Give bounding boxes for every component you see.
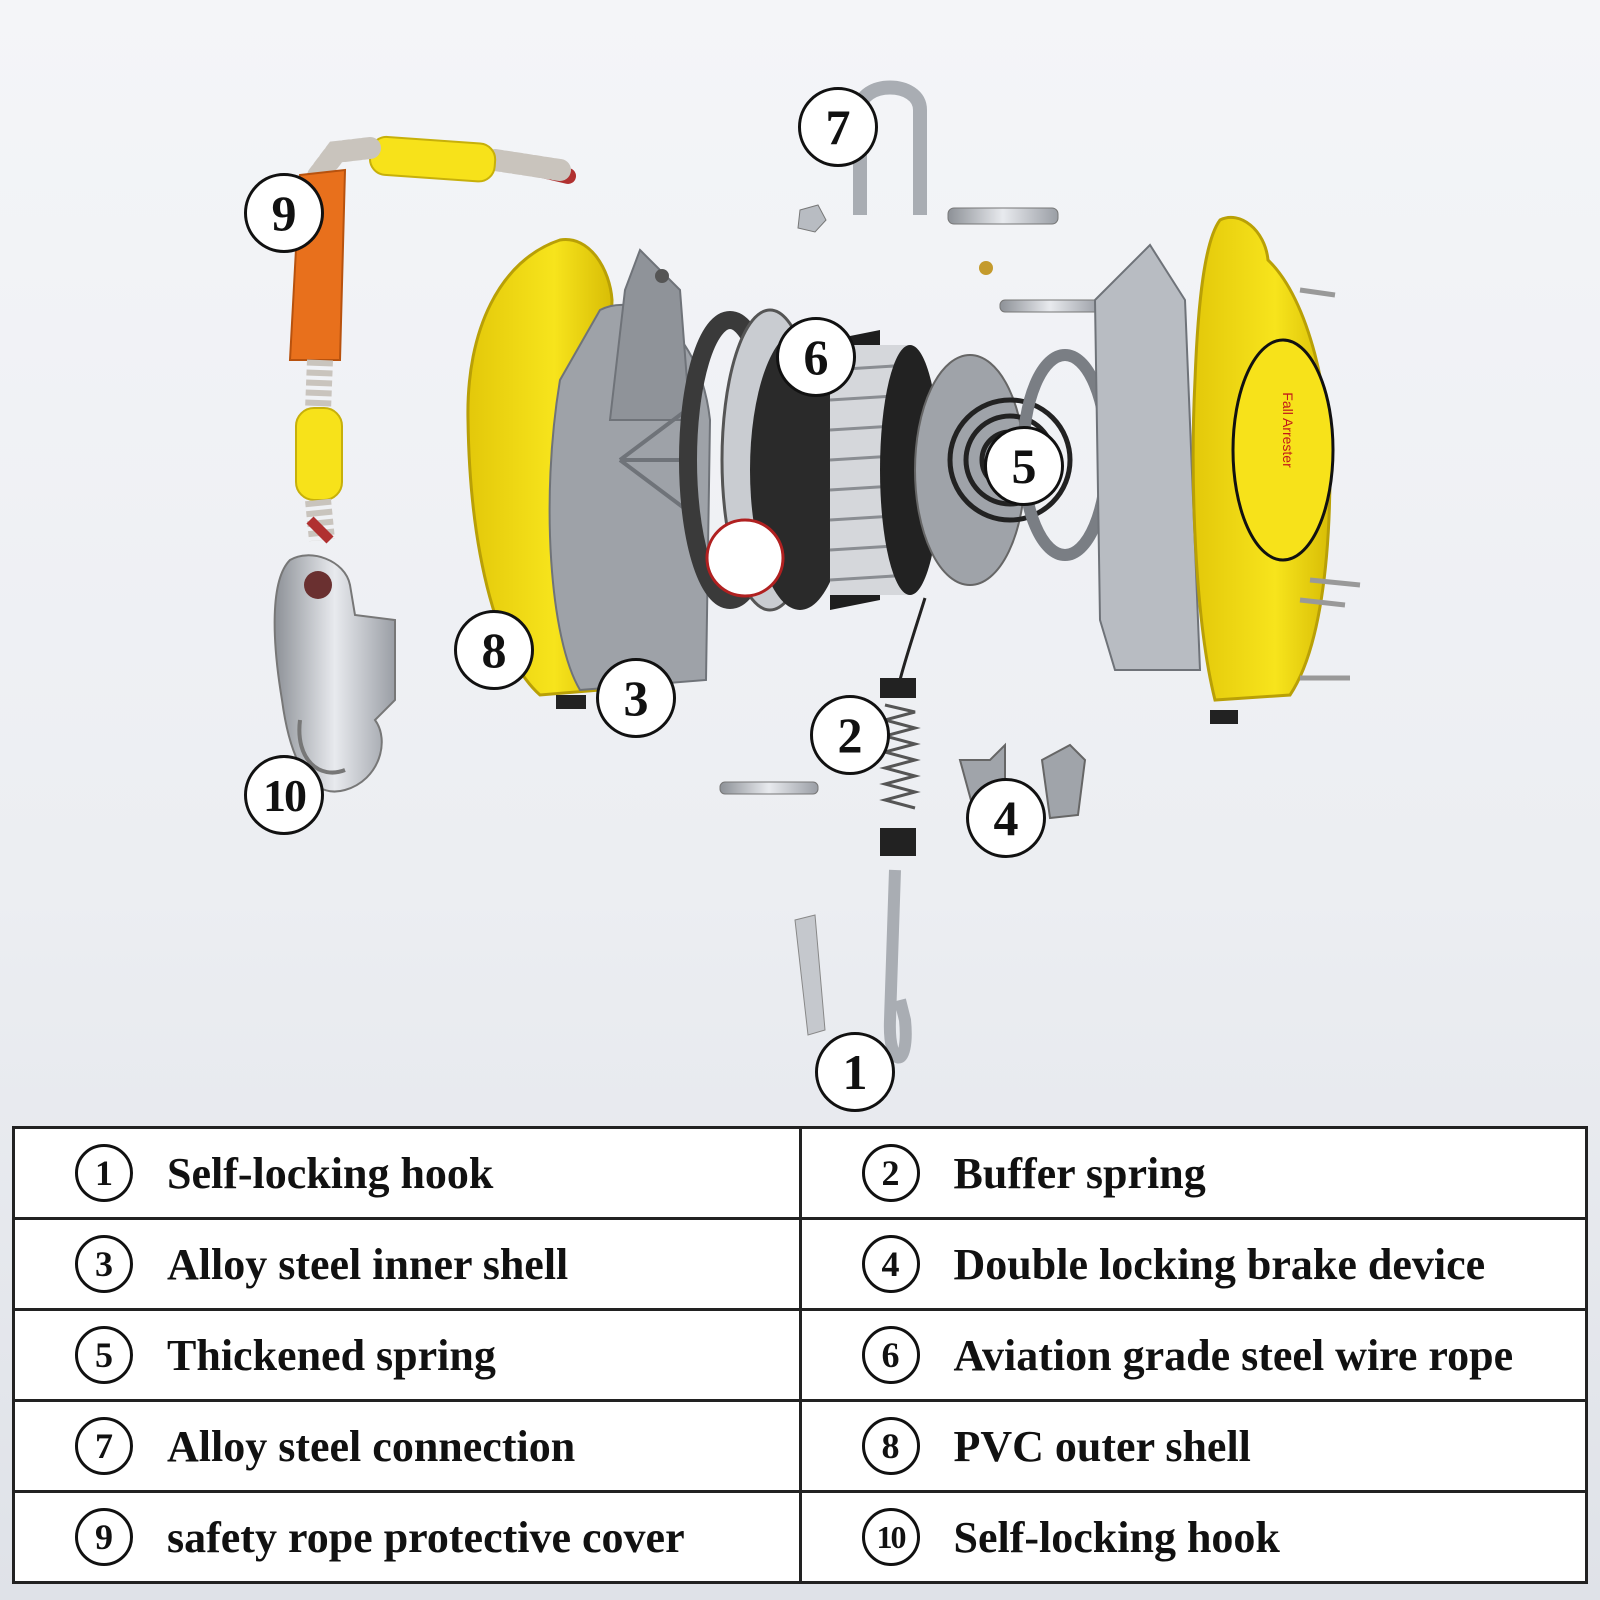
- legend-number: 5: [75, 1326, 133, 1384]
- callout-1: 1: [815, 1032, 895, 1112]
- legend-label: Self-locking hook: [953, 1512, 1280, 1562]
- legend-cell: 1 Self-locking hook: [12, 1126, 802, 1220]
- callout-6: 6: [776, 317, 856, 397]
- pvc-outer-shell-right: Fall Arrester: [1093, 215, 1361, 724]
- legend-number: 1: [75, 1144, 133, 1202]
- safety-rope-protective-cover: [288, 135, 576, 544]
- snap-hook: [273, 554, 396, 793]
- legend-cell: 4 Double locking brake device: [798, 1217, 1588, 1311]
- legend-label: safety rope protective cover: [167, 1512, 685, 1562]
- legend-number: 3: [75, 1235, 133, 1293]
- buffer-spring-and-hook: [719, 597, 927, 1064]
- legend-number: 4: [861, 1235, 920, 1293]
- legend-row: 5 Thickened spring 6 Aviation grade stee…: [12, 1308, 1588, 1402]
- legend-label: Thickened spring: [167, 1330, 496, 1380]
- legend-number: 6: [861, 1326, 920, 1384]
- legend-label: Alloy steel connection: [167, 1421, 576, 1471]
- alloy-steel-inner-shell: [548, 248, 712, 692]
- callout-2: 2: [810, 695, 890, 775]
- legend-number: 8: [861, 1417, 920, 1475]
- legend-cell: 5 Thickened spring: [12, 1308, 802, 1402]
- legend-label: PVC outer shell: [953, 1421, 1251, 1471]
- legend-row: 3 Alloy steel inner shell 4 Double locki…: [12, 1217, 1588, 1311]
- callout-5: 5: [984, 426, 1064, 506]
- legend-number: 2: [861, 1144, 920, 1202]
- product-label-title: Fall Arrester: [1280, 392, 1296, 468]
- parts-legend-table: 1 Self-locking hook 2 Buffer spring 3 Al…: [12, 1126, 1588, 1584]
- legend-label: Aviation grade steel wire rope: [953, 1330, 1514, 1380]
- legend-cell: 9 safety rope protective cover: [12, 1490, 802, 1584]
- legend-row: 1 Self-locking hook 2 Buffer spring: [12, 1126, 1588, 1220]
- legend-label: Alloy steel inner shell: [167, 1239, 569, 1289]
- legend-label: Self-locking hook: [167, 1148, 494, 1198]
- legend-label: Double locking brake device: [953, 1239, 1486, 1289]
- callout-10: 10: [244, 755, 324, 835]
- legend-label: Buffer spring: [953, 1148, 1206, 1198]
- callout-8: 8: [454, 610, 534, 690]
- legend-cell: 7 Alloy steel connection: [12, 1399, 802, 1493]
- callout-9: 9: [244, 173, 324, 253]
- legend-cell: 6 Aviation grade steel wire rope: [798, 1308, 1588, 1402]
- alloy-steel-shackle: [797, 80, 1101, 313]
- callout-3: 3: [596, 658, 676, 738]
- exploded-parts-illustration: Fall Arrester: [273, 80, 1361, 1064]
- legend-number: 9: [75, 1508, 133, 1566]
- legend-cell: 10 Self-locking hook: [798, 1490, 1588, 1584]
- callout-4: 4: [966, 778, 1046, 858]
- legend-cell: 2 Buffer spring: [798, 1126, 1588, 1220]
- legend-row: 9 safety rope protective cover 10 Self-l…: [12, 1490, 1588, 1584]
- legend-number: 7: [75, 1417, 133, 1475]
- legend-row: 7 Alloy steel connection 8 PVC outer she…: [12, 1399, 1588, 1493]
- legend-cell: 3 Alloy steel inner shell: [12, 1217, 802, 1311]
- callout-7: 7: [798, 87, 878, 167]
- legend-number: 10: [861, 1508, 920, 1566]
- legend-cell: 8 PVC outer shell: [798, 1399, 1588, 1493]
